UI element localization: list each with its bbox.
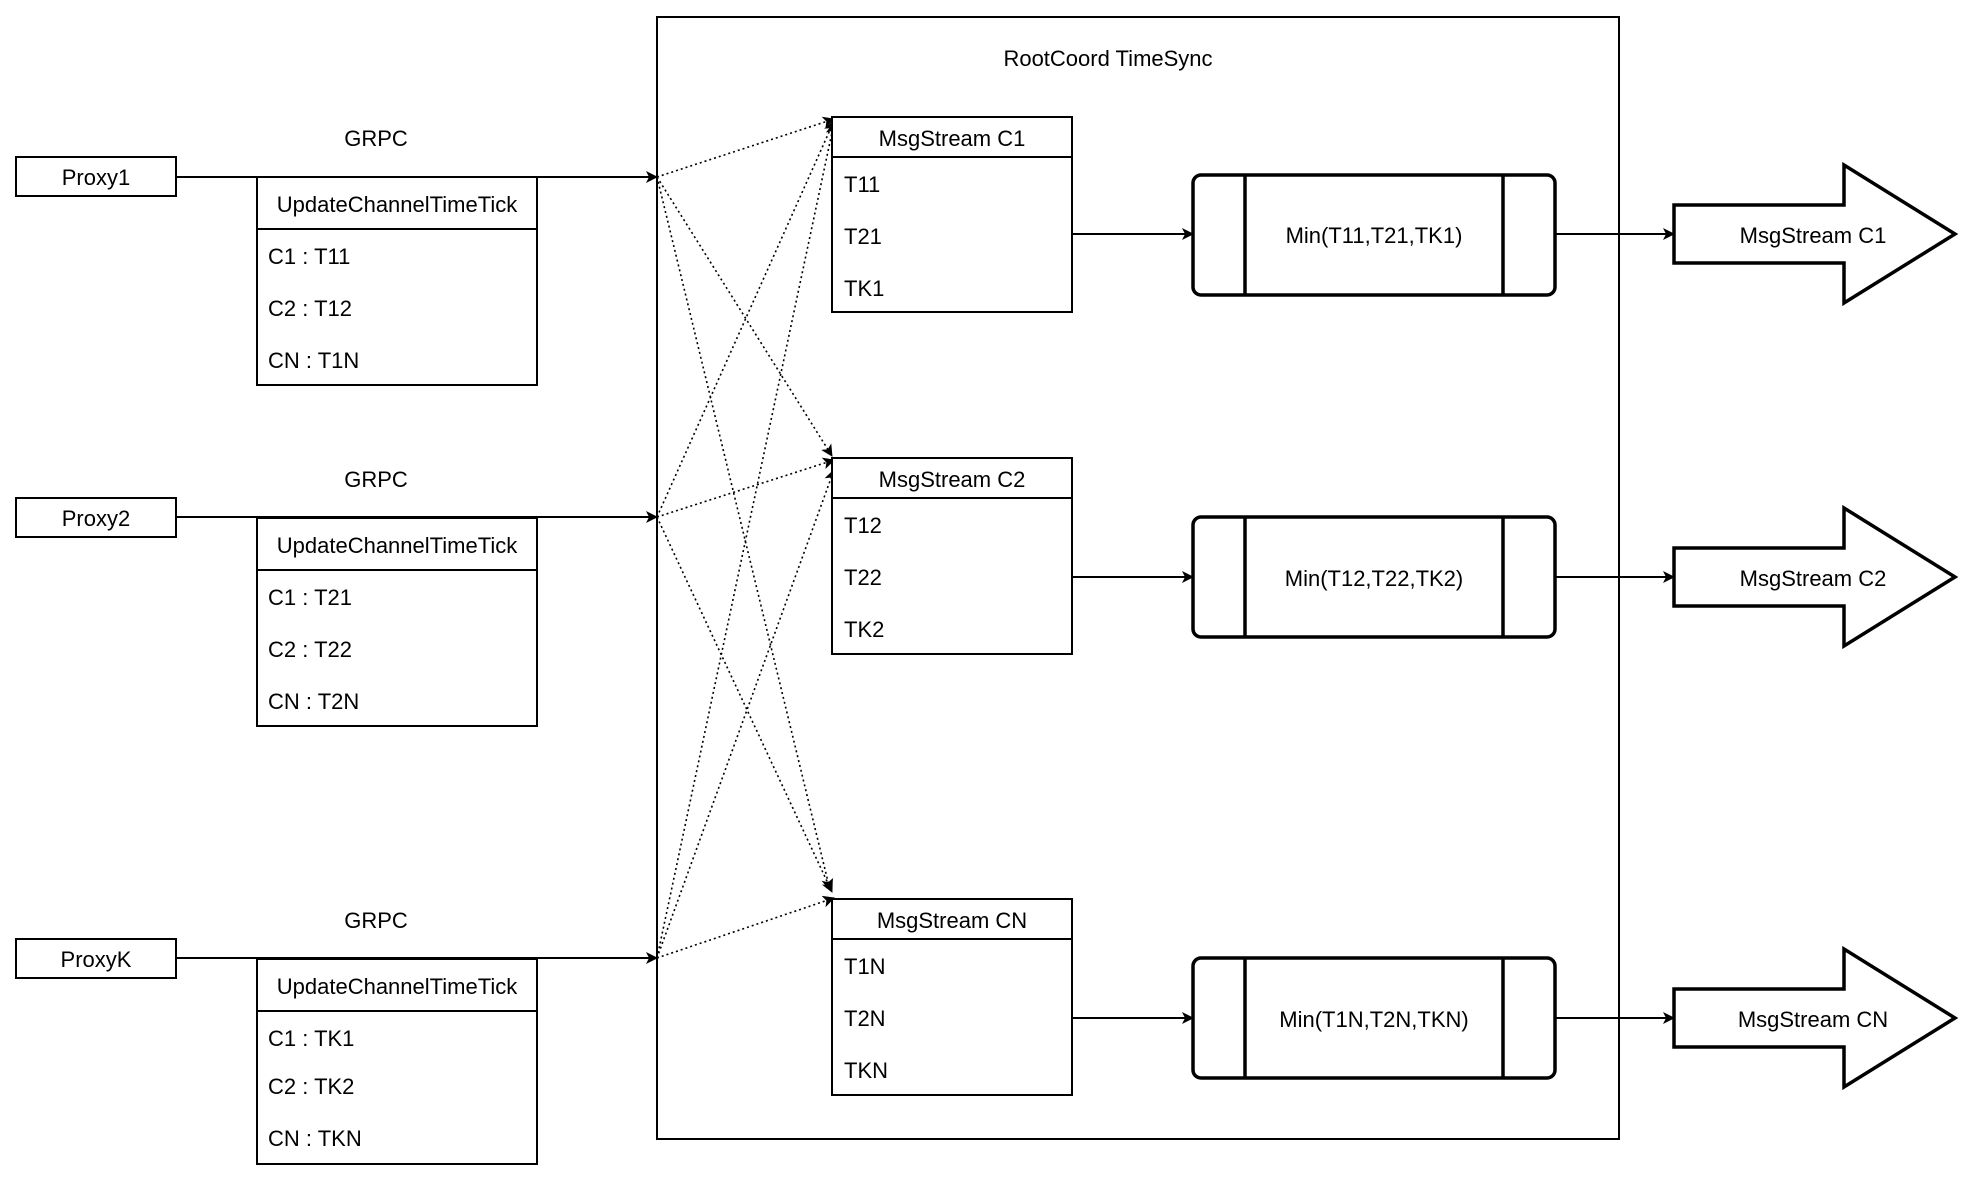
msgstream-header: MsgStream C2: [879, 467, 1026, 492]
container-title: RootCoord TimeSync: [1003, 46, 1212, 71]
table-row: C2 : T12: [268, 296, 352, 321]
protocol-label: GRPC: [344, 467, 408, 492]
msgstream-table-c1: MsgStream C1 T11 T21 TK1: [831, 116, 1073, 313]
min-label: Min(T1N,T2N,TKN): [1279, 1007, 1468, 1032]
output-label: MsgStream CN: [1738, 1007, 1888, 1032]
output-arrow-c1: MsgStream C1: [1672, 161, 1959, 307]
msgstream-table-c2: MsgStream C2 T12 T22 TK2: [831, 457, 1073, 655]
update-channel-timetick-table: UpdateChannelTimeTick C1 : TK1 C2 : TK2 …: [256, 958, 538, 1165]
msgstream-header: MsgStream CN: [877, 908, 1027, 933]
msgstream-row: T1N: [844, 954, 886, 979]
update-channel-timetick-table: UpdateChannelTimeTick C1 : T11 C2 : T12 …: [256, 176, 538, 386]
min-process-c2: Min(T12,T22,TK2): [1191, 515, 1557, 639]
output-label: MsgStream C2: [1740, 566, 1887, 591]
msgstream-row: T12: [844, 513, 882, 538]
table-row: C1 : T11: [268, 244, 350, 269]
protocol-label: GRPC: [344, 908, 408, 933]
msgstream-table-cn: MsgStream CN T1N T2N TKN: [831, 898, 1073, 1096]
output-label: MsgStream C1: [1740, 223, 1887, 248]
proxy-node[interactable]: [15, 497, 177, 538]
msgstream-row: T21: [844, 224, 882, 249]
msgstream-row: T11: [844, 172, 880, 197]
msgstream-row: TK2: [844, 617, 884, 642]
table-row: CN : T1N: [268, 348, 359, 373]
table-row: C2 : T22: [268, 637, 352, 662]
proxy-label: ProxyK: [61, 947, 132, 972]
table-header: UpdateChannelTimeTick: [277, 974, 518, 999]
msgstream-row: T22: [844, 565, 882, 590]
proxy-label: Proxy2: [62, 506, 130, 531]
min-label: Min(T12,T22,TK2): [1285, 566, 1464, 591]
fanout-edges: [656, 116, 838, 959]
proxy-label: Proxy1: [62, 165, 130, 190]
msgstream-header: MsgStream C1: [879, 126, 1026, 151]
output-arrow-cn: MsgStream CN: [1672, 945, 1959, 1091]
table-row: C1 : TK1: [268, 1026, 354, 1051]
table-row: CN : T2N: [268, 689, 359, 714]
proxy-group-2: GRPC Proxy2 UpdateChannelTimeTick C1 : T…: [15, 467, 538, 727]
msgstream-row: TK1: [844, 276, 884, 301]
output-arrow-c2: MsgStream C2: [1672, 504, 1959, 650]
table-row: C1 : T21: [268, 585, 352, 610]
min-process-c1: Min(T11,T21,TK1): [1191, 173, 1557, 297]
table-header: UpdateChannelTimeTick: [277, 192, 518, 217]
table-row: C2 : TK2: [268, 1074, 354, 1099]
proxy-group-k: GRPC ProxyK UpdateChannelTimeTick C1 : T…: [15, 908, 538, 1165]
table-row: CN : TKN: [268, 1126, 362, 1151]
min-process-cn: Min(T1N,T2N,TKN): [1191, 956, 1557, 1080]
msgstream-row: TKN: [844, 1058, 888, 1083]
msgstream-row: T2N: [844, 1006, 886, 1031]
proxy-group-1: GRPC Proxy1 UpdateChannelTimeTick C1 : T…: [15, 126, 538, 386]
table-header: UpdateChannelTimeTick: [277, 533, 518, 558]
protocol-label: GRPC: [344, 126, 408, 151]
min-label: Min(T11,T21,TK1): [1286, 223, 1463, 248]
update-channel-timetick-table: UpdateChannelTimeTick C1 : T21 C2 : T22 …: [256, 517, 538, 727]
proxy-node[interactable]: [15, 156, 177, 197]
